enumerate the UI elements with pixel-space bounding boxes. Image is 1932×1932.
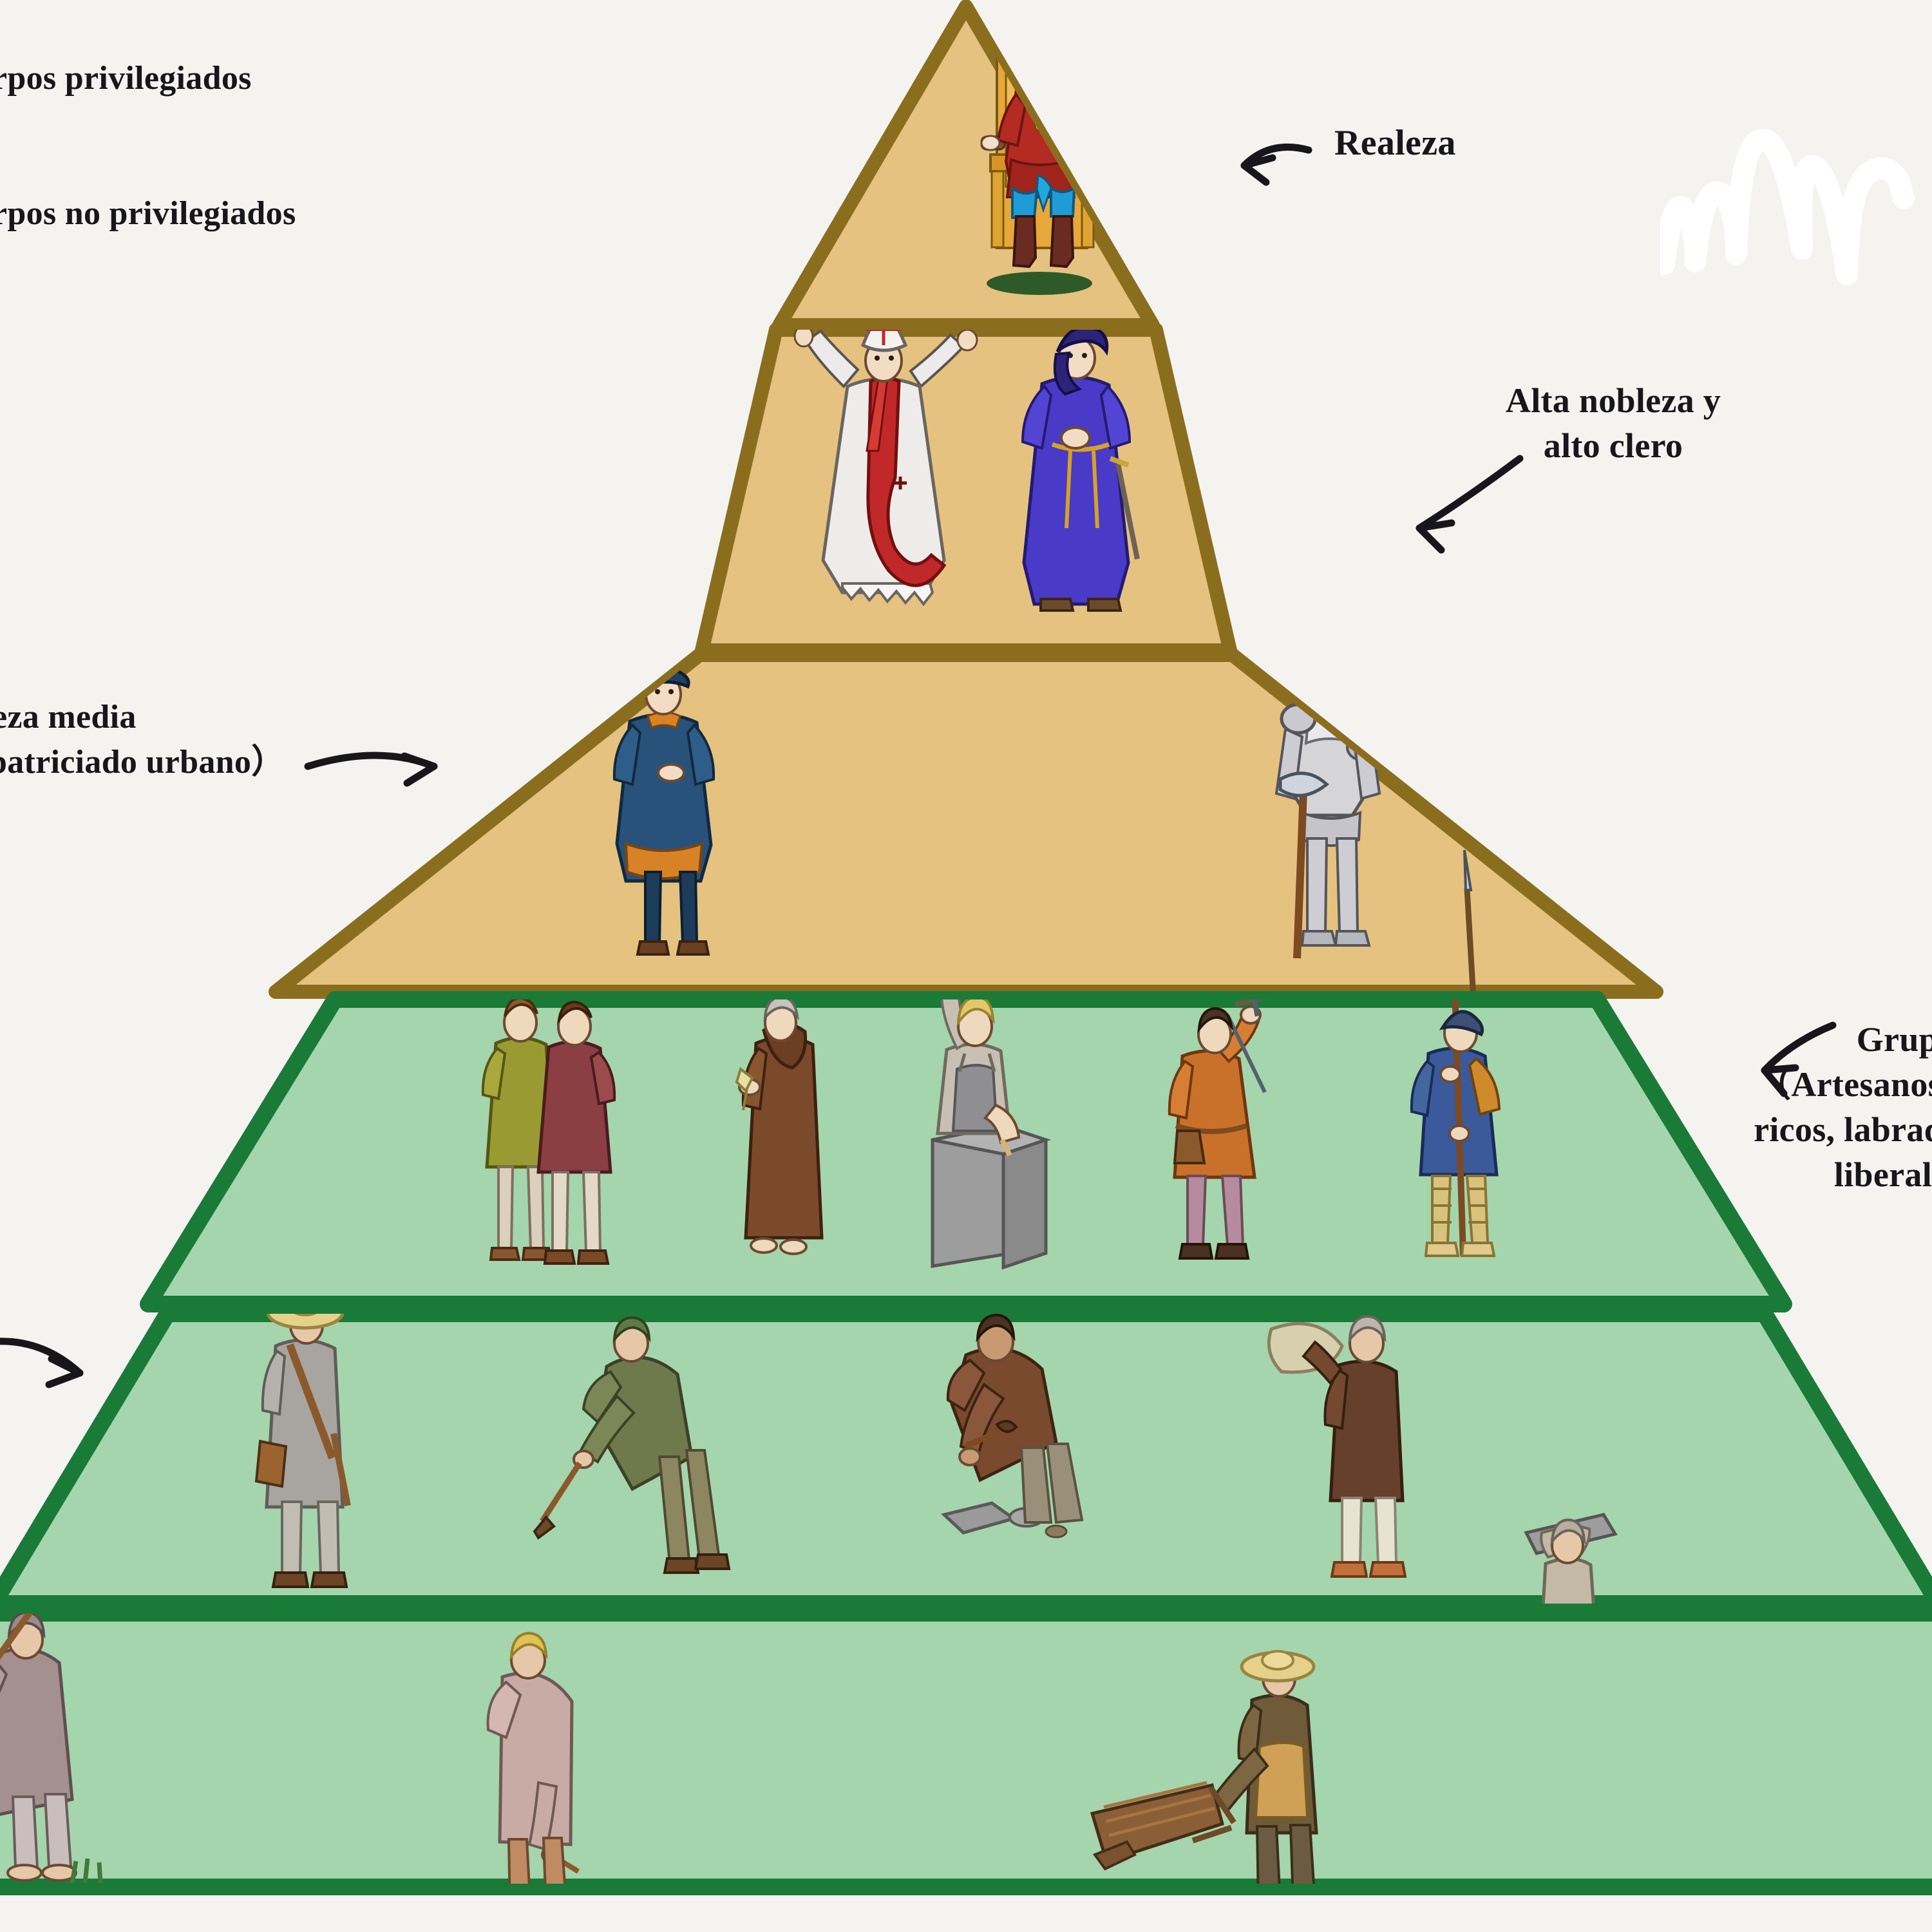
callout-grupos-medios-line1: Grup	[1856, 1020, 1932, 1059]
callout-arrows	[0, 143, 1837, 1388]
burgher-figure	[612, 667, 715, 956]
scythe-peasant-figure	[0, 1613, 103, 1884]
legend-item-non-privileged: rpos no privilegiados	[0, 195, 296, 232]
hatted-peasant-figure	[254, 1314, 351, 1588]
slab-carrier-figure	[1524, 1513, 1618, 1604]
squiggle-watermark	[1660, 129, 1915, 285]
callout-grupos-medios-line2: （Artesanos	[1756, 1065, 1932, 1104]
arrow-right-nobleza-media	[304, 752, 438, 787]
callout-realeza-label: Realeza	[1334, 123, 1456, 163]
arrow-right-campesinado	[0, 1338, 84, 1388]
legend-item-privileged: rpos privilegiados	[0, 60, 252, 97]
tier-alta-nobleza	[695, 323, 1237, 658]
sack-carrier-figure	[1267, 1314, 1407, 1578]
bishop-figure	[793, 330, 978, 607]
crossbowman-figure	[1168, 999, 1272, 1260]
tier-campesinos	[0, 1605, 1932, 1895]
callout-alta-nobleza-line1: Alta nobleza y	[1505, 381, 1721, 420]
stone-breaker-figure	[940, 1314, 1084, 1539]
tier-grupos-medios	[140, 991, 1792, 1312]
callout-alta-nobleza-line2: alto clero	[1543, 426, 1683, 465]
digging-woman-figure	[486, 1631, 580, 1884]
hoeing-peasant-figure	[533, 1316, 731, 1574]
callout-grupos-medios-line4: liberal	[1833, 1155, 1932, 1194]
arrow-curve-down-left-grupos	[1761, 1021, 1837, 1097]
tier-realeza	[772, 0, 1160, 332]
tier-labradores	[0, 1305, 1932, 1612]
arrow-curve-down-left-nobleza	[1416, 455, 1524, 554]
stonemason-figure	[931, 999, 1051, 1270]
spearman-figure	[1410, 999, 1501, 1257]
callout-nobleza-media-line1: eza media	[0, 699, 137, 735]
high-noble-figure	[1021, 330, 1140, 612]
callout-nobleza-media-line2: patriciado urbano）	[0, 744, 285, 781]
friar-figure	[735, 999, 824, 1255]
arrow-left-realeza	[1240, 143, 1312, 186]
callout-grupos-medios-line3: ricos, labrad	[1754, 1110, 1932, 1149]
merchant-pair-figure	[481, 999, 616, 1265]
tier-nobleza-media	[269, 648, 1663, 999]
wheelbarrow-peasant-figure	[1090, 1650, 1318, 1884]
